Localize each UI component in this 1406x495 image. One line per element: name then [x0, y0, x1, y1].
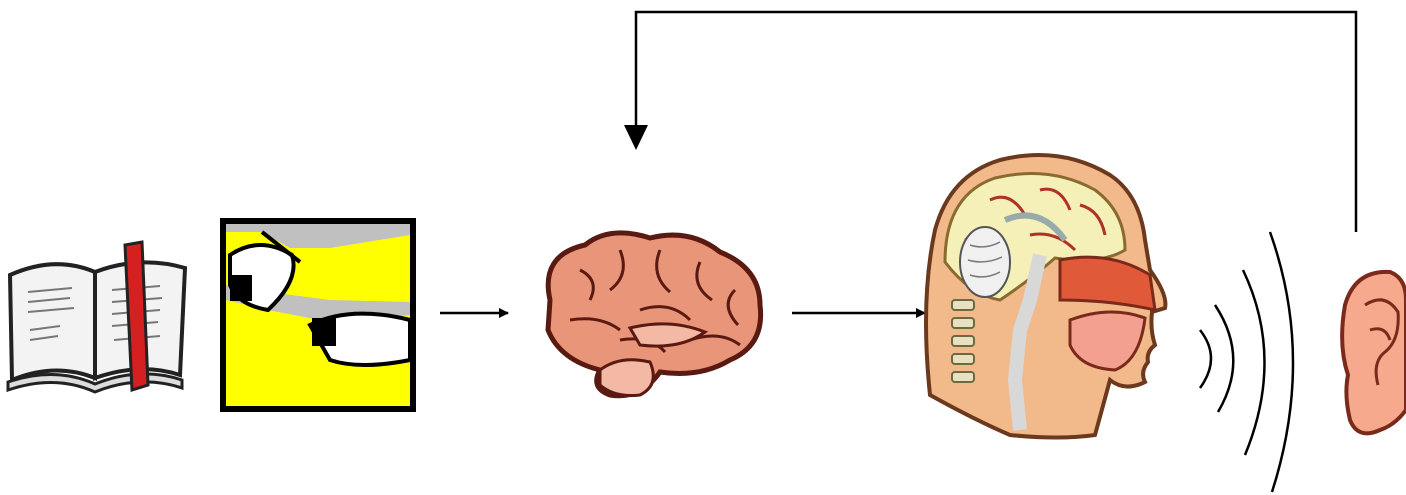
head-cross-section-icon — [926, 155, 1165, 438]
open-book-icon — [8, 242, 185, 392]
sound-waves-icon — [1200, 232, 1293, 492]
ear-icon — [1342, 272, 1406, 433]
brain-icon — [548, 233, 761, 396]
eyes-reading-icon — [223, 221, 413, 409]
